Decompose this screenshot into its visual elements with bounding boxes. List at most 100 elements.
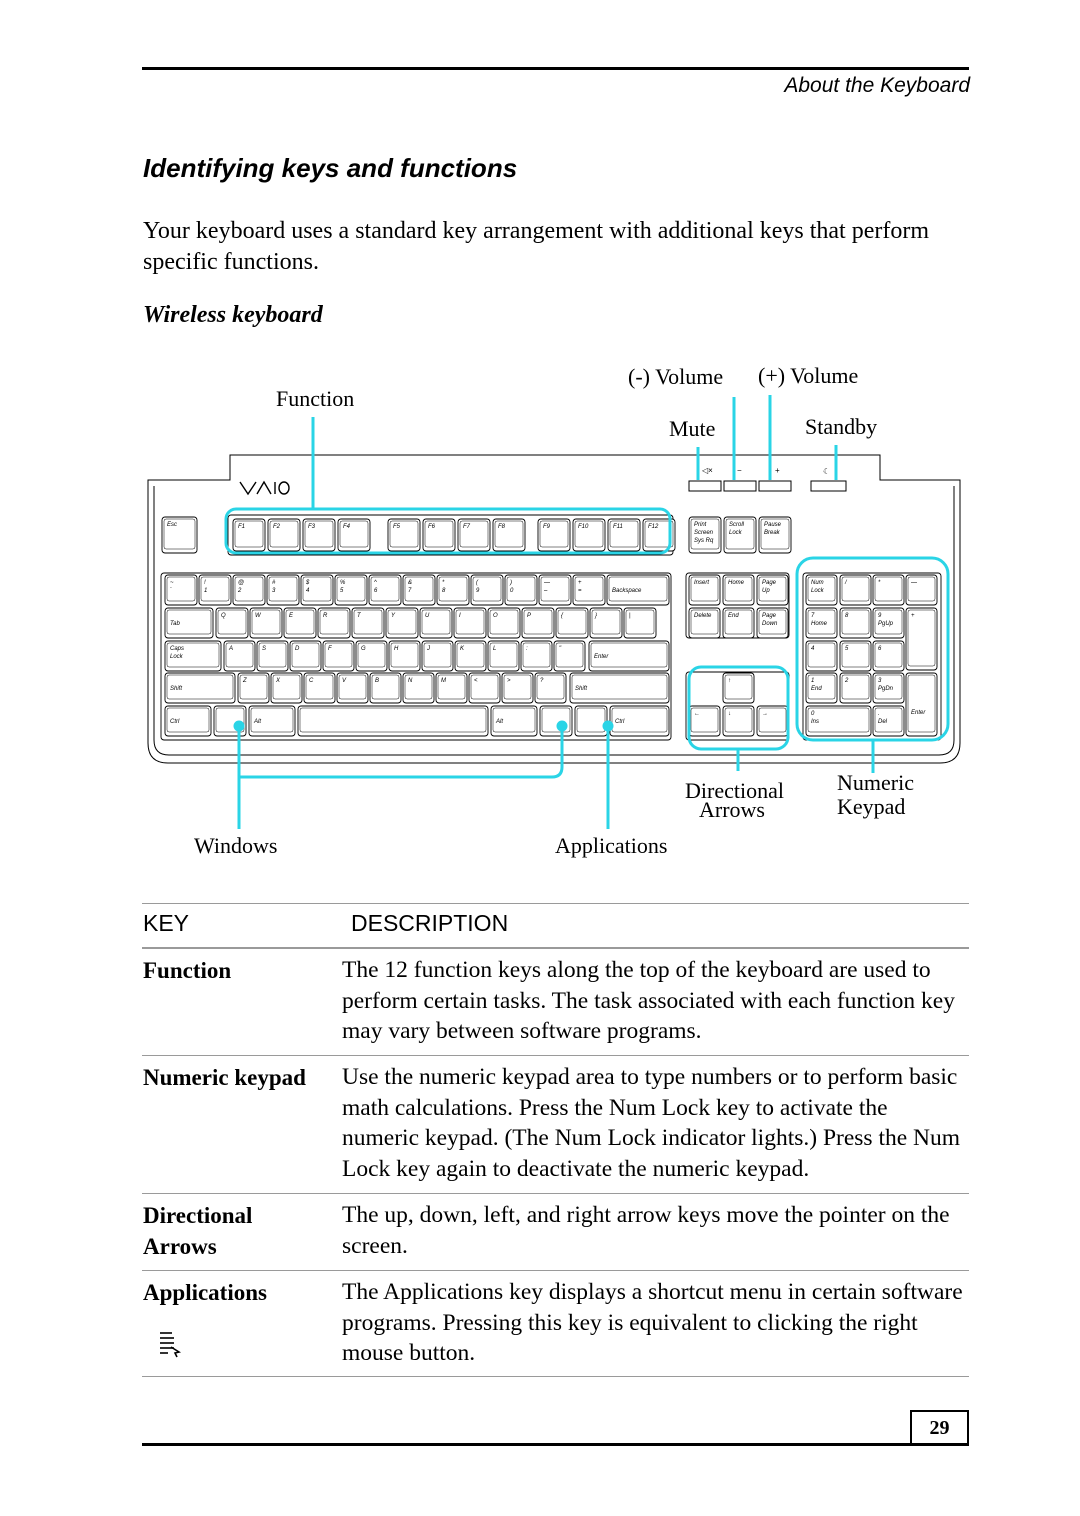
letter-key[interactable]: " [553, 640, 586, 672]
f-key[interactable]: F3 [302, 518, 336, 552]
letter-key[interactable]: U [419, 607, 453, 639]
numpad-plus-key[interactable]: + [905, 607, 938, 671]
numpad-enter-key[interactable]: Enter [905, 672, 938, 737]
letter-key[interactable]: > [501, 672, 534, 704]
letter-key[interactable]: | [623, 607, 657, 639]
number-row-key[interactable]: )0 [504, 574, 538, 606]
number-row-key[interactable]: ~` [164, 574, 198, 606]
numpad-8-key[interactable]: 8 [839, 607, 872, 639]
letter-key[interactable]: J [421, 640, 454, 672]
f-key[interactable]: F2 [267, 518, 301, 552]
f-key[interactable]: F7 [457, 518, 491, 552]
letter-key[interactable]: Y [385, 607, 419, 639]
number-row-key[interactable]: $4 [300, 574, 334, 606]
letter-key[interactable]: < [468, 672, 501, 704]
letter-key[interactable]: K [454, 640, 487, 672]
letter-key[interactable]: Z [237, 672, 270, 704]
letter-key[interactable]: W [249, 607, 283, 639]
number-row-key[interactable]: &7 [402, 574, 436, 606]
letter-key[interactable]: I [453, 607, 487, 639]
delete-key[interactable]: Delete [688, 607, 721, 639]
right-alt-key[interactable]: Alt [490, 705, 538, 737]
numpad-operator-key[interactable]: / [839, 574, 872, 606]
letter-key[interactable]: ? [534, 672, 567, 704]
applications-key[interactable] [574, 705, 608, 737]
esc-key[interactable]: Esc [161, 516, 198, 554]
f-key[interactable]: F12 [642, 518, 676, 552]
numpad-2-key[interactable]: 2 [839, 672, 872, 704]
up-arrow-key[interactable]: ↑ [722, 672, 755, 704]
numpad-operator-key[interactable]: — [905, 574, 938, 606]
number-row-key[interactable]: %5 [334, 574, 368, 606]
letter-key[interactable]: E [283, 607, 317, 639]
right-shift-key[interactable]: Shift [569, 672, 670, 704]
letter-key[interactable]: A [223, 640, 256, 672]
down-arrow-key[interactable]: ↓ [722, 705, 755, 737]
letter-key[interactable]: O [487, 607, 521, 639]
letter-key[interactable]: C [303, 672, 336, 704]
letter-key[interactable]: X [270, 672, 303, 704]
number-row-key[interactable]: @2 [232, 574, 266, 606]
numpad-operator-key[interactable]: * [872, 574, 905, 606]
backspace-key[interactable]: Backspace [606, 574, 670, 606]
number-row-key[interactable]: *8 [436, 574, 470, 606]
left-ctrl-key[interactable]: Ctrl [164, 705, 212, 737]
insert-key[interactable]: Insert [688, 574, 721, 606]
f-key[interactable]: F1 [232, 518, 266, 552]
number-row-key[interactable]: ^6 [368, 574, 402, 606]
letter-key[interactable]: V [336, 672, 369, 704]
letter-key[interactable]: F [322, 640, 355, 672]
tab-key[interactable]: Tab [164, 607, 214, 639]
volume-up-button[interactable] [758, 480, 792, 492]
letter-key[interactable]: : [520, 640, 553, 672]
f-key[interactable]: F4 [337, 518, 371, 552]
f-key[interactable]: F9 [537, 518, 571, 552]
f-key[interactable]: F5 [387, 518, 421, 552]
letter-key[interactable]: N [402, 672, 435, 704]
left-arrow-key[interactable]: ← [688, 705, 721, 737]
right-arrow-key[interactable]: → [756, 705, 789, 737]
number-row-key[interactable]: !1 [198, 574, 232, 606]
letter-key[interactable]: H [388, 640, 421, 672]
letter-key[interactable]: Q [215, 607, 249, 639]
letter-key[interactable]: M [435, 672, 468, 704]
letter-key[interactable]: T [351, 607, 385, 639]
left-shift-key[interactable]: Shift [164, 672, 236, 704]
letter-key[interactable]: P [521, 607, 555, 639]
f-key[interactable]: F11 [607, 518, 641, 552]
letter-key[interactable]: L [487, 640, 520, 672]
standby-button[interactable] [810, 480, 847, 492]
f-key[interactable]: F10 [572, 518, 606, 552]
f-key[interactable]: F6 [422, 518, 456, 552]
letter-key[interactable]: G [355, 640, 388, 672]
letter-key[interactable]: { [555, 607, 589, 639]
end-key[interactable]: End [722, 607, 755, 639]
letter-key[interactable]: R [317, 607, 351, 639]
numpad-dot-key[interactable]: .Del [872, 705, 905, 737]
letter-key[interactable]: } [589, 607, 623, 639]
left-alt-key[interactable]: Alt [248, 705, 296, 737]
f-key[interactable]: F8 [492, 518, 526, 552]
number-row-key[interactable]: (9 [470, 574, 504, 606]
enter-key[interactable]: Enter [588, 640, 670, 672]
mute-button[interactable] [688, 480, 722, 492]
right-ctrl-key[interactable]: Ctrl [609, 705, 670, 737]
numpad-4-key[interactable]: 4 [805, 640, 838, 672]
letter-key[interactable]: B [369, 672, 402, 704]
numpad-6-key[interactable]: 6 [872, 640, 905, 672]
windows-key-right[interactable] [539, 705, 573, 737]
space-key[interactable] [297, 705, 489, 737]
letter-key[interactable]: D [289, 640, 322, 672]
home-key[interactable]: Home [722, 574, 755, 606]
